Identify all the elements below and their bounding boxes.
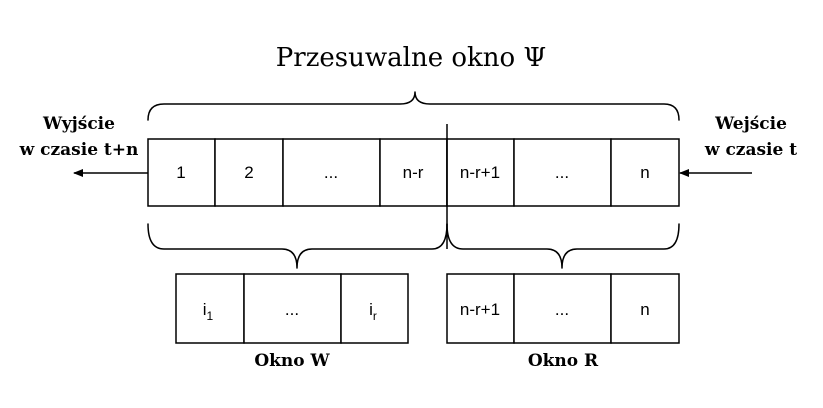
window-r-cell-label: ... [555, 300, 569, 319]
window-r-brace [446, 223, 680, 269]
window-r-cell-1 [446, 273, 515, 344]
input-label-line2: w czasie t [704, 140, 797, 160]
main-cell-2 [214, 138, 284, 207]
output-label-line2: w czasie t+n [19, 140, 139, 160]
window-w-label: Okno W [254, 351, 330, 371]
window-r-cell-label: n [640, 300, 649, 319]
window-w-cell-2 [243, 273, 342, 344]
window-r: n-r+1 ... n Okno R [446, 273, 680, 371]
main-cell-label: 2 [244, 163, 253, 182]
main-cell-label: ... [324, 163, 338, 182]
main-cell-1 [147, 138, 216, 207]
main-row: 1 2 ... n-r n-r+1 ... n [147, 138, 680, 207]
main-cell-label: n-r [403, 163, 424, 182]
window-w-cell-1 [175, 273, 245, 344]
window-w-cell-label: ... [285, 300, 299, 319]
window-w-brace [147, 223, 448, 269]
main-cell-4 [379, 138, 448, 207]
window-r-cell-label: n-r+1 [460, 300, 500, 319]
main-cell-label: n-r+1 [460, 163, 500, 182]
window-w-cell-label: i1 [203, 300, 214, 323]
main-cell-label: ... [555, 163, 569, 182]
window-w: i1 ... ir Okno W [175, 273, 409, 371]
window-r-label: Okno R [528, 351, 599, 371]
main-cell-3 [282, 138, 381, 207]
top-brace [147, 91, 680, 121]
window-w-cell-label: ir [369, 300, 377, 323]
main-cell-label: 1 [176, 163, 185, 182]
main-cell-7 [610, 138, 680, 207]
window-r-cell-3 [610, 273, 680, 344]
input-label-line1: Wejście [714, 114, 787, 134]
main-cell-6 [513, 138, 612, 207]
main-cell-label: n [640, 163, 649, 182]
diagram-title: Przesuwalne okno Ψ [276, 43, 546, 73]
window-r-cell-2 [513, 273, 612, 344]
window-w-cell-3 [340, 273, 409, 344]
output-label-line1: Wyjście [42, 114, 115, 134]
